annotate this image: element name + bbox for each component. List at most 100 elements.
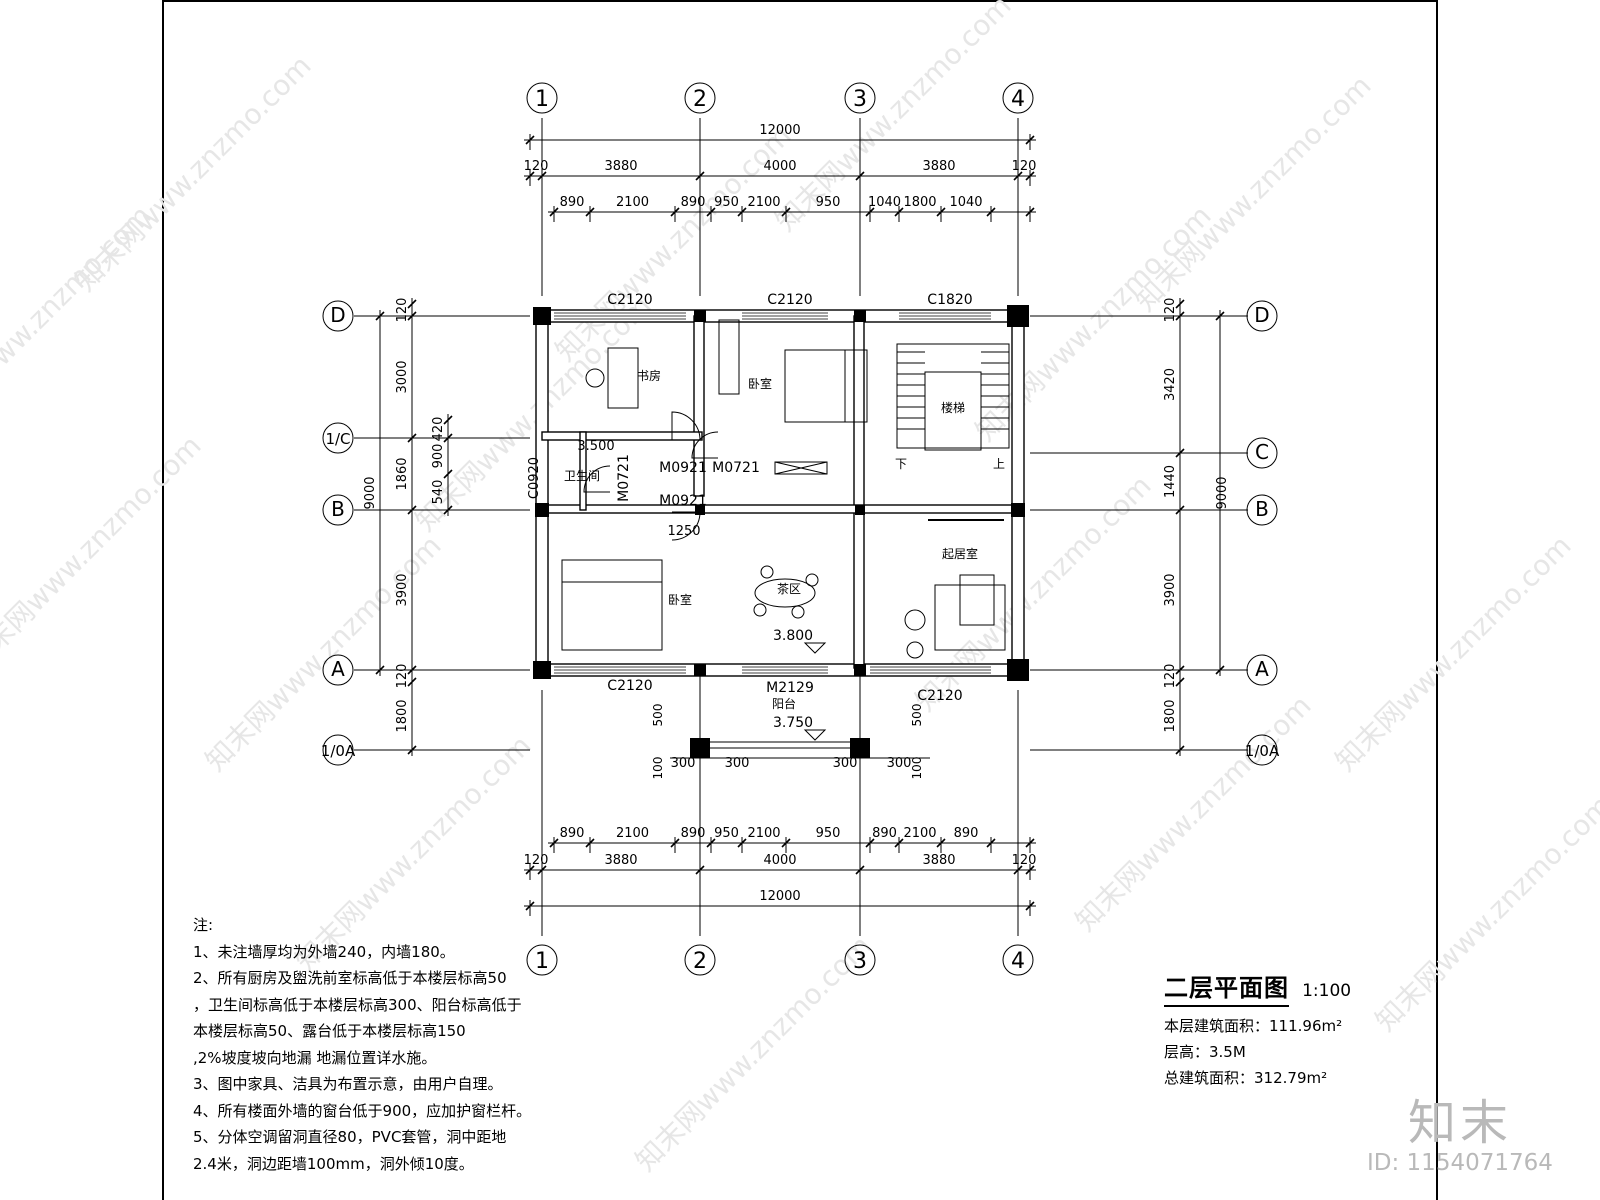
- dim-tick: [1215, 311, 1225, 321]
- total-area: 总建筑面积：312.79m²: [1164, 1069, 1328, 1087]
- column: [1007, 305, 1029, 327]
- window-tag: C2120: [767, 292, 812, 308]
- dim-value: 890: [560, 195, 585, 210]
- grid-label: 4: [1011, 87, 1025, 112]
- dim-value: 3880: [922, 853, 955, 868]
- grid-label: B: [331, 497, 345, 521]
- tea-stool: [791, 605, 805, 619]
- dim-value: 120: [524, 159, 549, 174]
- room-label-bath: 卫生间: [564, 469, 600, 483]
- dim-value: 890: [560, 826, 585, 841]
- dim-tick: [1175, 745, 1185, 755]
- grid-label: 1/0A: [1245, 742, 1280, 760]
- grid-bubble: [1246, 437, 1278, 469]
- dim-tick: [443, 415, 453, 425]
- grid-label: 2: [693, 949, 707, 974]
- column: [533, 307, 551, 325]
- note-line: 3、图中家具、洁具为布置示意，由用户自理。: [193, 1075, 503, 1093]
- dim-value: 3000: [395, 360, 410, 393]
- grid-label: 1: [535, 87, 549, 112]
- floor-area: 本层建筑面积：111.96m²: [1164, 1017, 1343, 1035]
- grid-bubble: [684, 82, 716, 114]
- column: [694, 664, 706, 676]
- grid-bubble: [1246, 734, 1278, 766]
- dim-value: 300: [833, 756, 858, 771]
- room-label-study: 书房: [637, 368, 661, 383]
- grid-bubble: [526, 82, 558, 114]
- grid-label: A: [1255, 657, 1269, 681]
- dim-tick: [1175, 299, 1185, 309]
- dim-tick: [1175, 665, 1185, 675]
- desk: [607, 347, 639, 409]
- tea-table: [754, 578, 816, 608]
- grid-bubble: [1246, 300, 1278, 332]
- dim-value: 890: [954, 826, 979, 841]
- dim-value: 300: [725, 756, 750, 771]
- room-label-bedroom: 卧室: [748, 376, 772, 391]
- door-swing: [583, 465, 611, 493]
- grid-bubble: [322, 654, 354, 686]
- dim-value: 3880: [604, 159, 637, 174]
- dim-value: 300: [671, 756, 696, 771]
- elevation-mark: [803, 729, 827, 741]
- dim-value: 950: [816, 195, 841, 210]
- note-line: 1、未注墙厚均为外墙240，内墙180。: [193, 942, 455, 961]
- dim-value: 1250: [667, 524, 700, 539]
- dim-value: 12000: [759, 123, 800, 138]
- column: [855, 505, 865, 515]
- grid-bubble: [322, 494, 354, 526]
- dim-value: 890: [872, 826, 897, 841]
- watermark-diagonal: 知末网www.znzmo.com: [629, 929, 878, 1178]
- grid-bubble: [844, 82, 876, 114]
- grid-label: D: [1254, 303, 1269, 327]
- door-swing: [691, 431, 719, 459]
- dim-value: 4000: [763, 159, 796, 174]
- dim-value: 1800: [903, 195, 936, 210]
- sofa: [934, 584, 1006, 651]
- tea-stool: [760, 565, 774, 579]
- grid-label: C: [1255, 440, 1269, 464]
- grid-label: 3: [853, 87, 867, 112]
- stair-down: 下: [895, 457, 907, 471]
- grid-label: D: [330, 303, 345, 327]
- notes-block: 注: 1、未注墙厚均为外墙240，内墙180。 2、所有厨房及盥洗前室标高低于本…: [193, 912, 553, 1177]
- dim-tick: [375, 311, 385, 321]
- dim-value: 9000: [1215, 476, 1230, 509]
- dim-tick: [407, 505, 417, 515]
- dim-tick: [407, 299, 417, 309]
- room-label-bedroom: 卧室: [668, 592, 692, 607]
- dim-value: 3880: [922, 159, 955, 174]
- dim-tick: [1175, 311, 1185, 321]
- dim-value: 2100: [616, 826, 649, 841]
- dim-value: 4000: [763, 853, 796, 868]
- grid-label: 4: [1011, 949, 1025, 974]
- dim-value: 500: [910, 704, 924, 727]
- bed-top: [784, 349, 868, 423]
- dim-value: 120: [1012, 159, 1037, 174]
- watermark-id: ID: 1154071764: [1367, 1150, 1553, 1176]
- column: [854, 664, 866, 676]
- dim-tick: [407, 665, 417, 675]
- stair-up: 上: [993, 457, 1005, 471]
- bed-left: [561, 559, 663, 651]
- dim-value: 120: [395, 664, 410, 689]
- room-label-tea: 茶区: [777, 581, 801, 596]
- grid-bubble: [322, 300, 354, 332]
- grid-label: 1/C: [325, 430, 350, 448]
- note-line: 5、分体空调留洞直径80，PVC套管，洞中距地: [193, 1128, 507, 1146]
- dim-tick: [407, 745, 417, 755]
- grid-label: 2: [693, 87, 707, 112]
- note-line: 2.4米，洞边距墙100mm，洞外倾10度。: [193, 1154, 474, 1173]
- dim-value: 3900: [395, 573, 410, 606]
- dim-value: 2100: [616, 195, 649, 210]
- coffee-table: [959, 574, 995, 626]
- door-tag: M0721: [712, 460, 760, 476]
- wardrobe: [718, 319, 740, 395]
- door-tag: M0721: [616, 454, 632, 502]
- title-block: 二层平面图 1:100 本层建筑面积：111.96m² 层高：3.5M 总建筑面…: [1164, 968, 1351, 1091]
- dim-value: 100: [651, 757, 665, 780]
- note-line: 注:: [193, 916, 214, 934]
- watermark-diagonal: 知末网www.znzmo.com: [1129, 69, 1378, 318]
- watermark-diagonal: 知末网www.znzmo.com: [1369, 789, 1600, 1038]
- dim-value: 120: [1163, 298, 1178, 323]
